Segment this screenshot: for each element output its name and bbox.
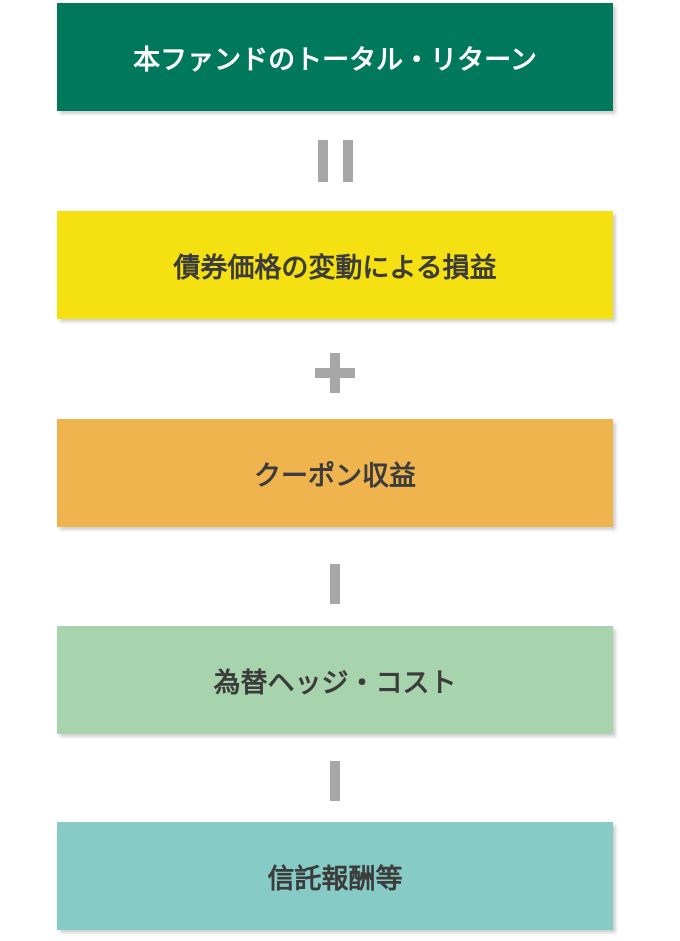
minus-bar-2 [330,761,340,801]
minus-operator-1 [0,552,680,612]
trust-fees-label: 信託報酬等 [267,863,403,895]
bond-price-change-label: 債券価格の変動による損益 [173,252,497,284]
equals-operator [0,132,680,192]
total-return-box: 本ファンドのトータル・リターン [57,3,613,111]
minus-operator-2 [0,749,680,809]
coupon-income-label: クーポン収益 [254,460,416,492]
minus-bar-1 [330,564,340,604]
equals-bar-left [318,140,328,182]
plus-bar-horizontal [315,368,355,378]
total-return-label: 本ファンドのトータル・リターン [133,44,537,76]
coupon-income-box: クーポン収益 [57,419,613,527]
fx-hedge-cost-label: 為替ヘッジ・コスト [213,667,457,699]
equals-bar-right [343,140,353,182]
plus-operator [0,345,680,405]
trust-fees-box: 信託報酬等 [57,822,613,930]
fx-hedge-cost-box: 為替ヘッジ・コスト [57,626,613,734]
bond-price-change-box: 債券価格の変動による損益 [57,211,613,319]
